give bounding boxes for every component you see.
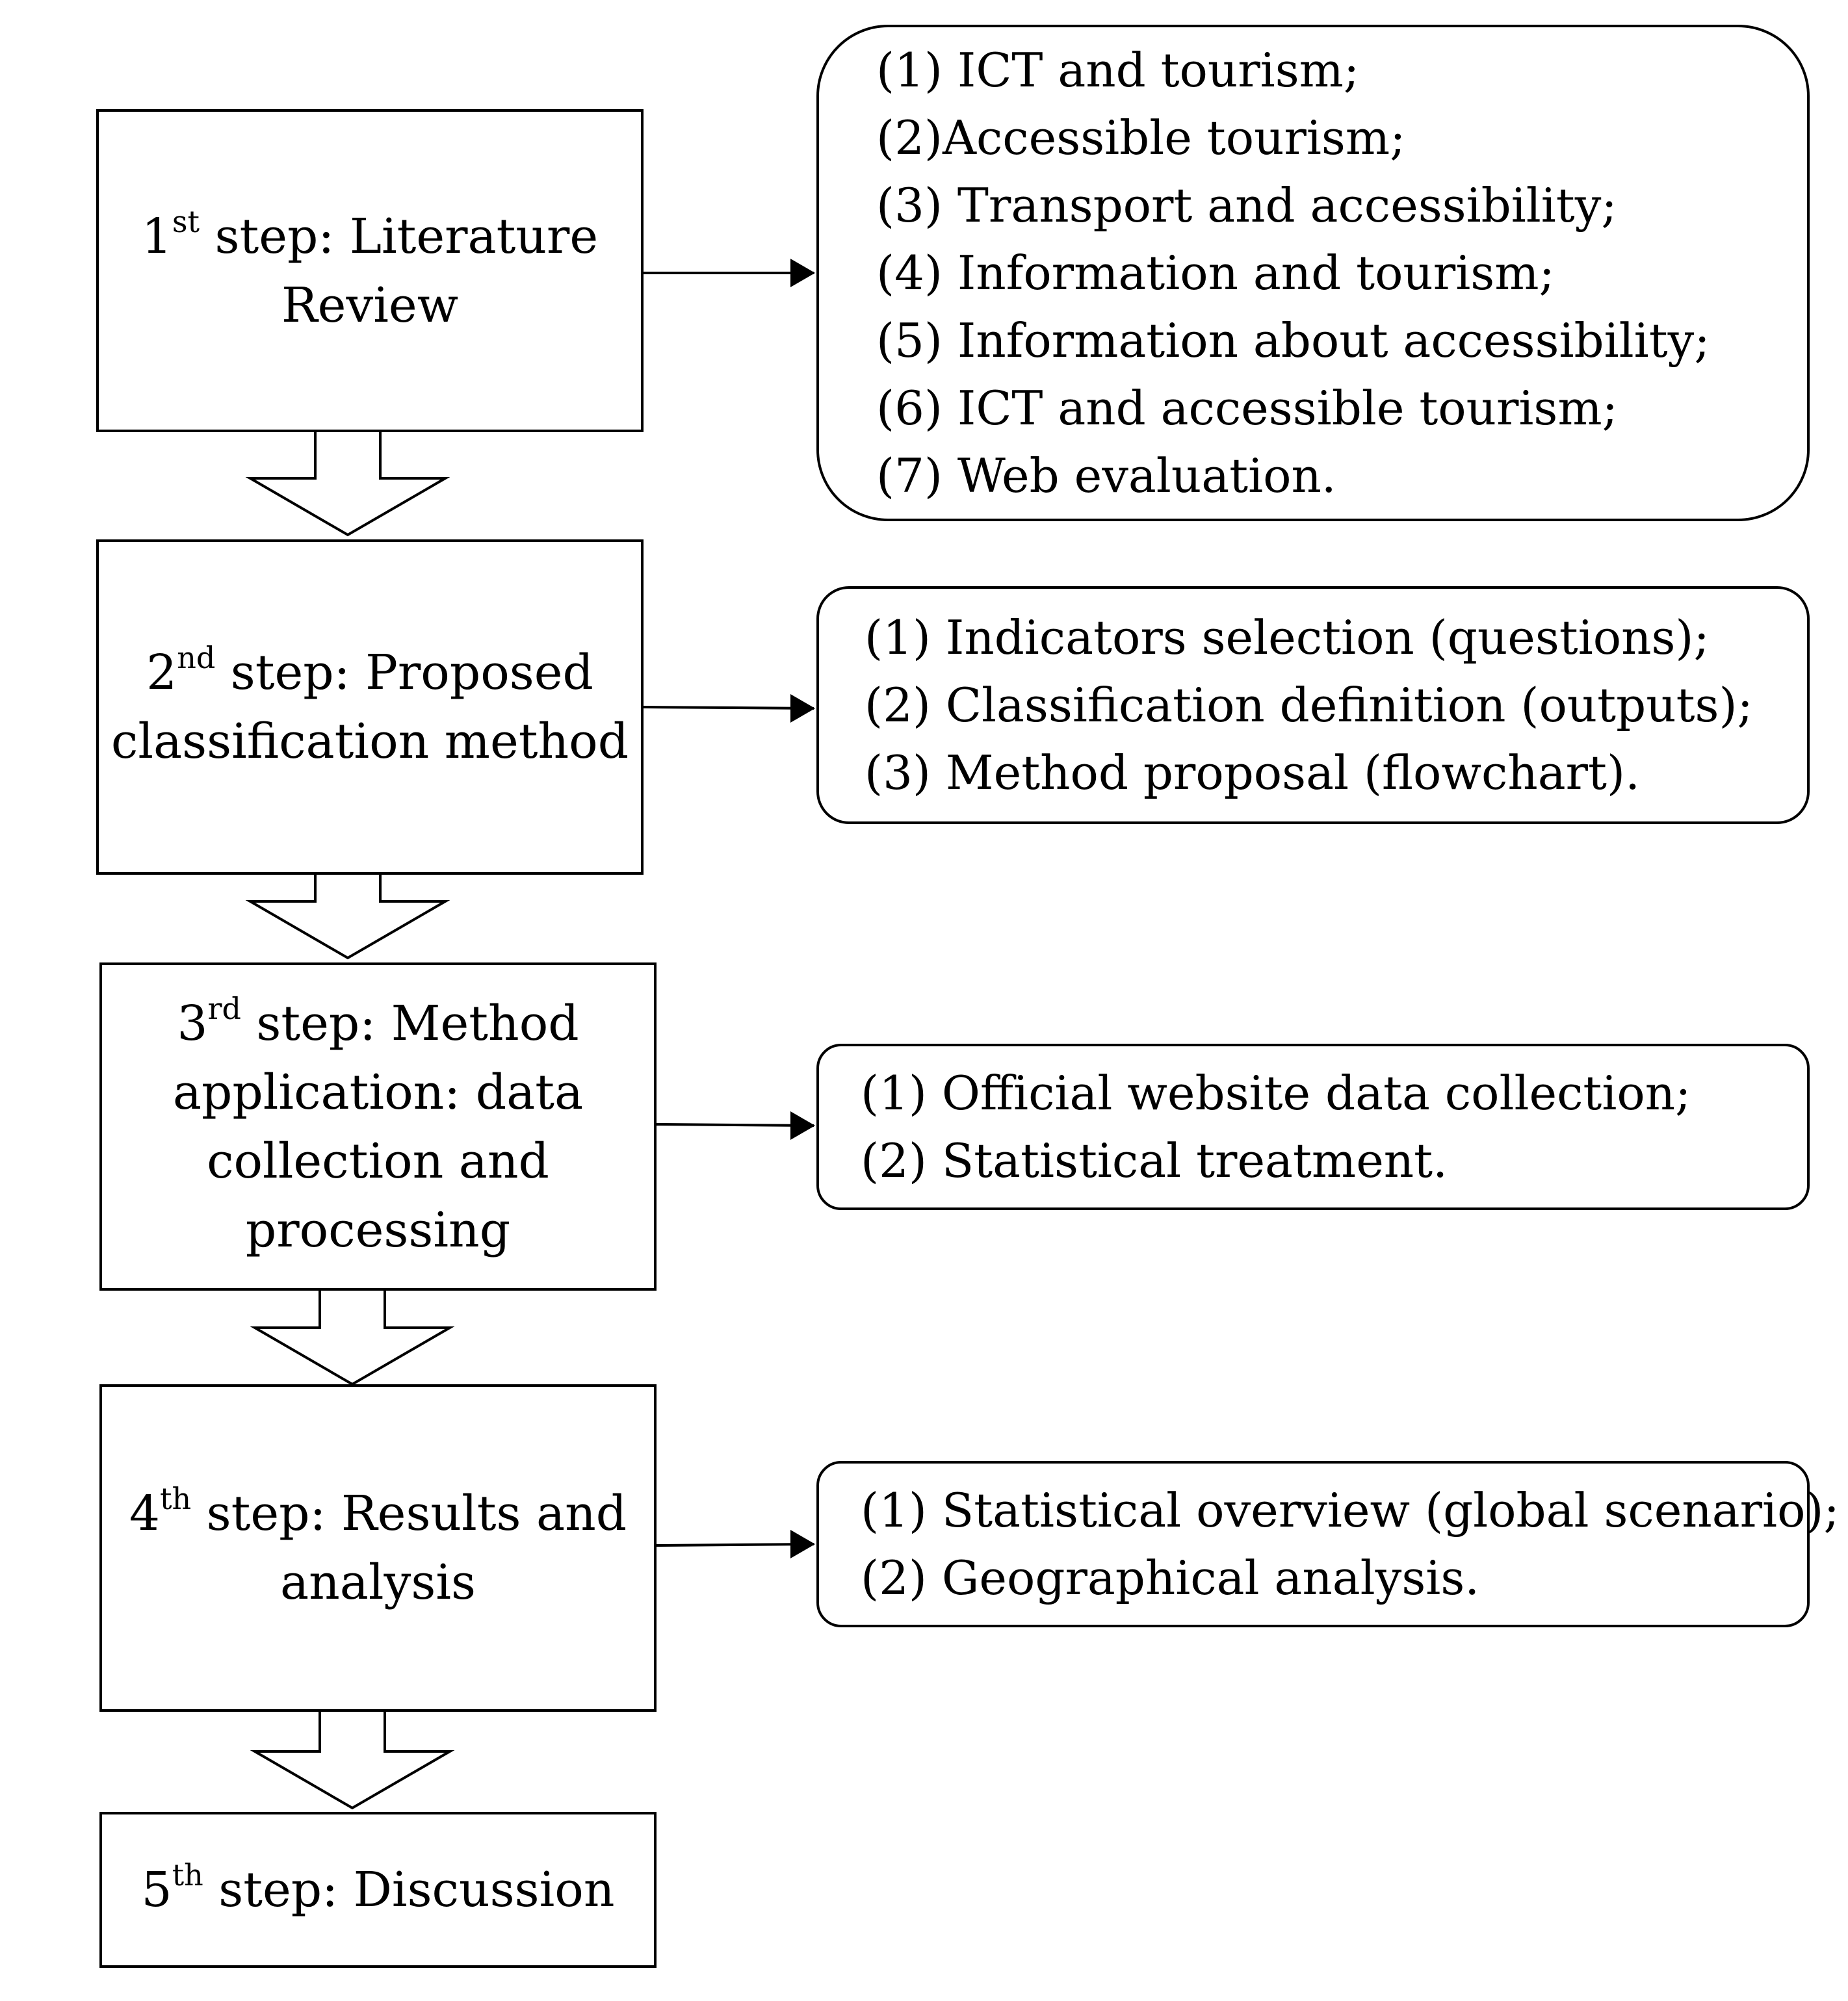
step-1-label: 1st step: Literature Review	[142, 202, 598, 340]
side-arrowhead-3	[790, 1111, 815, 1140]
step-3-line-2: application: data	[172, 1064, 584, 1120]
detail-2-item-3: (3) Method proposal (flowchart).	[865, 745, 1640, 800]
step-5-label: 5th step: Discussion	[142, 1855, 615, 1924]
side-arrowhead-2	[790, 694, 815, 723]
step-5-number: 5	[141, 1862, 172, 1918]
step-1-line-2: Review	[281, 277, 459, 333]
down-arrow-2-to-3	[245, 872, 450, 960]
step-4-line-1: step: Results and	[191, 1486, 627, 1542]
step-1-line-1: step: Literature	[199, 208, 599, 265]
step-5-line-1: step: Discussion	[203, 1862, 615, 1918]
step-5-suffix: th	[172, 1857, 203, 1893]
detail-1-item-1: (1) ICT and tourism;	[876, 43, 1360, 97]
step-3-number: 3	[177, 995, 208, 1052]
side-arrow-2	[643, 706, 814, 710]
step-4-line-2: analysis	[280, 1555, 476, 1610]
detail-3-item-2: (2) Statistical treatment.	[861, 1133, 1448, 1188]
step-2-box: 2nd step: Proposed classification method	[96, 539, 644, 875]
step-3-suffix: rd	[207, 990, 241, 1026]
step-3-line-1: step: Method	[241, 995, 579, 1052]
step-3-line-4: processing	[245, 1202, 511, 1258]
detail-1-item-4: (4) Information and tourism;	[876, 246, 1555, 300]
detail-2-item-2: (2) Classification definition (outputs);	[865, 678, 1753, 732]
step-4-number: 4	[129, 1486, 160, 1542]
step-5-box: 5th step: Discussion	[99, 1812, 657, 1968]
side-arrowhead-4	[790, 1530, 815, 1558]
step-1-number: 1	[141, 208, 172, 265]
detail-1-item-3: (3) Transport and accessibility;	[876, 178, 1617, 233]
step-2-line-1: step: Proposed	[215, 645, 593, 701]
step-3-label: 3rd step: Method application: data colle…	[173, 989, 583, 1265]
detail-box-3: (1) Official website data collection; (2…	[816, 1044, 1810, 1210]
step-3-line-3: collection and	[207, 1133, 549, 1189]
detail-3-item-1: (1) Official website data collection;	[861, 1066, 1691, 1120]
side-arrow-4	[656, 1543, 814, 1547]
step-4-box: 4th step: Results and analysis	[99, 1384, 657, 1712]
detail-1-item-2: (2)Accessible tourism;	[876, 110, 1406, 165]
step-3-box: 3rd step: Method application: data colle…	[99, 962, 657, 1291]
step-1-box: 1st step: Literature Review	[96, 109, 644, 432]
down-arrow-3-to-4	[250, 1288, 455, 1386]
detail-4-item-1: (1) Statistical overview (global scenari…	[861, 1483, 1840, 1538]
step-2-number: 2	[146, 645, 177, 701]
down-arrow-4-to-5	[250, 1709, 455, 1810]
detail-1-item-5: (5) Information about accessibility;	[876, 313, 1710, 368]
detail-1-item-6: (6) ICT and accessible tourism;	[876, 381, 1618, 435]
step-2-line-2: classification method	[111, 714, 629, 769]
detail-box-2: (1) Indicators selection (questions); (2…	[816, 586, 1810, 824]
step-2-label: 2nd step: Proposed classification method	[111, 638, 629, 776]
step-4-suffix: th	[159, 1481, 192, 1517]
step-2-suffix: nd	[177, 640, 216, 676]
side-arrowhead-1	[790, 259, 815, 287]
detail-4-item-2: (2) Geographical analysis.	[861, 1551, 1480, 1605]
step-1-suffix: st	[172, 203, 200, 239]
side-arrow-3	[656, 1123, 814, 1127]
detail-2-item-1: (1) Indicators selection (questions);	[865, 610, 1710, 665]
step-4-label: 4th step: Results and analysis	[129, 1479, 627, 1617]
detail-box-1: (1) ICT and tourism; (2)Accessible touri…	[816, 25, 1810, 521]
detail-box-4: (1) Statistical overview (global scenari…	[816, 1461, 1840, 1627]
down-arrow-1-to-2	[245, 430, 450, 537]
detail-1-item-7: (7) Web evaluation.	[876, 448, 1336, 503]
